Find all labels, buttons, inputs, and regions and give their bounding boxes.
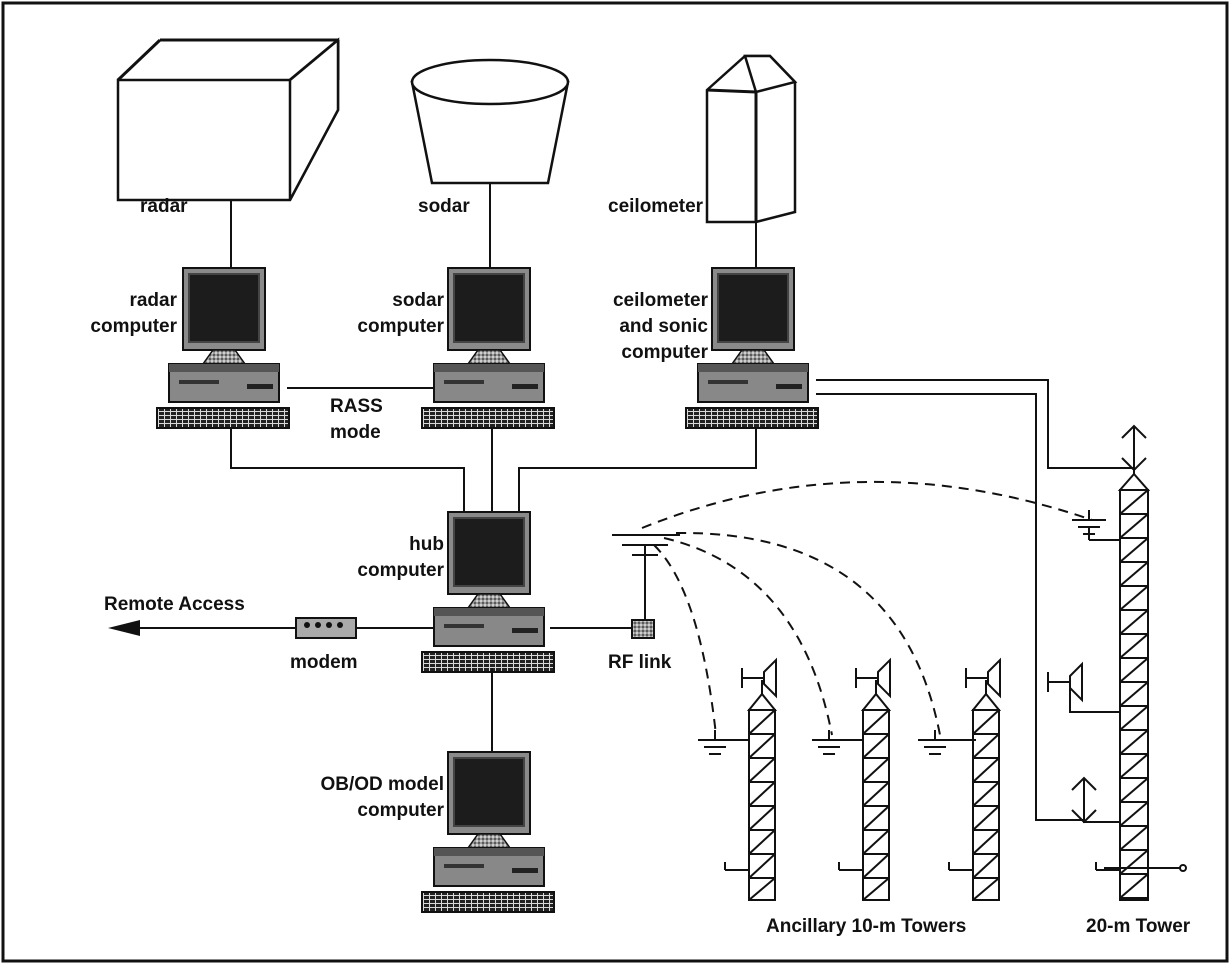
horn-sensor-icon bbox=[741, 659, 777, 697]
tower-lattice bbox=[862, 709, 890, 735]
radio-paths bbox=[641, 480, 1093, 736]
ceilometer-computer-label: computer bbox=[621, 342, 708, 363]
horn-sensor-icon bbox=[1047, 663, 1083, 701]
hub-computer-label: computer bbox=[357, 560, 444, 581]
antenna-icon bbox=[811, 729, 847, 755]
rf-link-box-icon bbox=[631, 619, 655, 639]
tower-lattice bbox=[1119, 729, 1149, 755]
obod-computer-label: computer bbox=[357, 800, 444, 821]
radar-label: radar bbox=[140, 196, 188, 217]
tower-lattice bbox=[1119, 825, 1149, 851]
tower-lattice bbox=[1119, 561, 1149, 587]
tower-lattice bbox=[860, 692, 892, 711]
tower-lattice bbox=[862, 829, 890, 855]
tower-20m-label: 20-m Tower bbox=[1086, 916, 1191, 937]
tower-lattice bbox=[862, 853, 890, 879]
tower-lattice bbox=[1119, 609, 1149, 635]
tower-10m-1 bbox=[724, 680, 778, 901]
hub-network-lines bbox=[230, 428, 757, 752]
ceilometer-icon bbox=[705, 54, 798, 224]
sonic-anemometer-icon bbox=[1071, 776, 1097, 824]
tower-lattice bbox=[862, 733, 890, 759]
hub-computer-label: hub bbox=[409, 534, 444, 555]
tower-lattice bbox=[1119, 633, 1149, 659]
tower-lattice bbox=[1117, 472, 1151, 491]
tower-20m bbox=[1095, 460, 1151, 901]
tower-lattice bbox=[1119, 873, 1149, 899]
tower-lattice bbox=[972, 853, 1000, 879]
tower-lattice bbox=[1119, 753, 1149, 779]
remote-access-label: Remote Access bbox=[104, 594, 245, 615]
tower-lattice bbox=[972, 805, 1000, 831]
tower-lattice bbox=[748, 733, 776, 759]
tower-lattice bbox=[862, 877, 890, 901]
rass-mode-label: mode bbox=[330, 422, 381, 443]
tower-lattice bbox=[1119, 801, 1149, 827]
sodar-computer-label: sodar bbox=[392, 290, 444, 311]
radar-antenna-icon bbox=[116, 37, 340, 202]
tower-lattice bbox=[862, 781, 890, 807]
tower-lattice bbox=[862, 805, 890, 831]
tower-lattice bbox=[1119, 705, 1149, 731]
tower-lattice bbox=[972, 757, 1000, 783]
antenna-icon bbox=[917, 729, 953, 755]
tower-lattice bbox=[972, 709, 1000, 735]
ancillary-towers-label: Ancillary 10-m Towers bbox=[766, 916, 966, 937]
radar-computer-label: computer bbox=[90, 316, 177, 337]
sodar-computer-label: computer bbox=[357, 316, 444, 337]
antenna-icon bbox=[697, 729, 733, 755]
tower-lattice bbox=[1119, 657, 1149, 683]
tower-10m-2 bbox=[838, 680, 892, 901]
tower-lattice bbox=[1119, 681, 1149, 707]
tower-lattice bbox=[746, 692, 778, 711]
tower-lattice bbox=[1119, 537, 1149, 563]
tower-lattice bbox=[748, 829, 776, 855]
radar-computer-label: radar bbox=[129, 290, 177, 311]
sonic-cable-top bbox=[816, 379, 1134, 469]
tower-lattice bbox=[1119, 489, 1149, 515]
rf-link-label: RF link bbox=[608, 652, 672, 673]
tower-lattice bbox=[748, 709, 776, 735]
tower-lattice bbox=[1119, 849, 1149, 875]
modem-icon bbox=[295, 617, 357, 639]
ground-terminal-icon bbox=[1179, 864, 1187, 872]
horn-sensor-icon bbox=[965, 659, 1001, 697]
ceilometer-computer-label: and sonic bbox=[619, 316, 708, 337]
sodar-label: sodar bbox=[418, 196, 470, 217]
rf-antenna-icon bbox=[612, 534, 680, 620]
tower-lattice bbox=[748, 805, 776, 831]
tower-lattice bbox=[970, 692, 1002, 711]
tower-lattice bbox=[1119, 777, 1149, 803]
tower-lattice bbox=[1119, 897, 1149, 901]
tower-lattice bbox=[972, 829, 1000, 855]
sonic-cable-bottom bbox=[816, 393, 1120, 823]
tower-lattice bbox=[972, 781, 1000, 807]
tower-lattice bbox=[972, 733, 1000, 759]
tower-lattice bbox=[1119, 585, 1149, 611]
tower-10m-3 bbox=[948, 680, 1002, 901]
tower-lattice bbox=[748, 853, 776, 879]
tower-lattice bbox=[748, 877, 776, 901]
tower-lattice bbox=[1119, 513, 1149, 539]
tower-lattice bbox=[972, 877, 1000, 901]
tower-lattice bbox=[748, 757, 776, 783]
obod-computer-label: OB/OD model bbox=[320, 774, 444, 795]
horn-sensor-icon bbox=[855, 659, 891, 697]
horn-arm bbox=[1069, 682, 1120, 713]
sodar-dish-icon bbox=[410, 58, 570, 185]
tower-lattice bbox=[862, 757, 890, 783]
modem-label: modem bbox=[290, 652, 358, 673]
sonic-anemometer-icon bbox=[1121, 424, 1147, 472]
rass-mode-label: RASS bbox=[330, 396, 383, 417]
ceilometer-label: ceilometer bbox=[608, 196, 704, 217]
ceilometer-computer-label: ceilometer bbox=[613, 290, 709, 311]
arrowhead-icon bbox=[108, 620, 140, 636]
tower-lattice bbox=[748, 781, 776, 807]
